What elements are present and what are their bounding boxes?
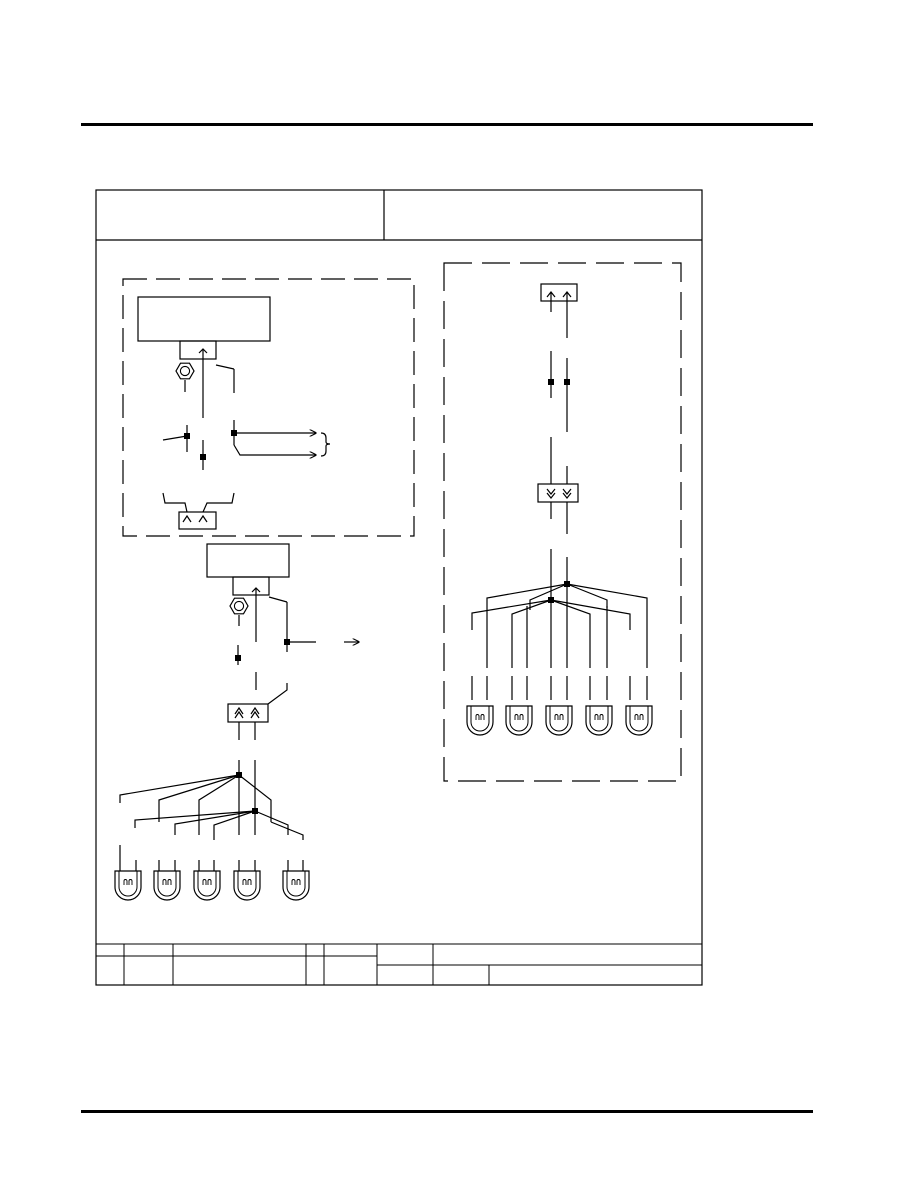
lamp-icon — [193, 870, 221, 901]
lamp-icon — [545, 705, 573, 736]
right-diagram — [443, 262, 682, 782]
figure-frame — [95, 189, 703, 986]
hex-nut-icon — [229, 597, 249, 626]
lamp-icon — [466, 705, 494, 736]
left-lower-assembly — [119, 543, 359, 840]
unit-connector-2 — [232, 576, 270, 596]
mid-connector — [537, 483, 579, 503]
lamp-icon — [153, 870, 181, 901]
left-lower-splices — [235, 639, 290, 814]
lamp-icon — [233, 870, 261, 901]
left-upper-module — [122, 278, 415, 537]
lamp-icon — [114, 870, 142, 901]
lamp-icon — [282, 870, 310, 901]
lamp-icon — [625, 705, 653, 736]
bottom-connector — [178, 511, 217, 530]
footer-rule — [81, 1110, 813, 1113]
top-connector — [540, 283, 578, 302]
header-rule — [81, 123, 813, 126]
unit-connector — [179, 340, 217, 360]
lamp-icon — [505, 705, 533, 736]
control-unit-box-2 — [206, 543, 290, 578]
lamp-icon — [585, 705, 613, 736]
left-upper-splices — [184, 430, 237, 460]
control-unit-box — [137, 296, 271, 342]
right-splices — [548, 379, 570, 603]
connector-2 — [227, 703, 269, 723]
revision-block — [96, 943, 702, 985]
left-lamp-leads — [119, 845, 304, 871]
hex-nut-icon — [175, 362, 195, 392]
